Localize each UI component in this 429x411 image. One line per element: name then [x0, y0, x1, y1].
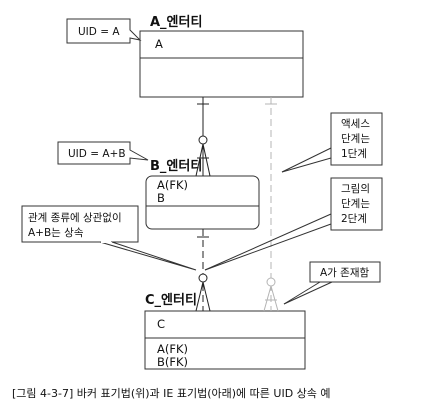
entity-b-pk-a: A(FK)	[157, 178, 188, 192]
note-relation-line1: 관계 종류에 상관없이	[28, 211, 122, 224]
entity-c-attr-b: B(FK)	[157, 355, 188, 369]
entity-c-box	[144, 310, 306, 370]
relation-a-b-optional-circle	[198, 135, 208, 145]
entity-c-pk-c: C	[157, 317, 165, 331]
note-barker-line2: 단계는	[341, 133, 370, 145]
relation-b-c-optional-circle	[198, 273, 208, 283]
entity-b-pk-b: B	[157, 191, 165, 205]
relation-a-b-crow-left	[195, 143, 204, 177]
relation-b-c	[195, 229, 211, 312]
relation-a-b	[195, 97, 211, 177]
note-uid-ab: UID = A+B	[57, 141, 149, 165]
relation-a-c-gray	[263, 97, 279, 312]
note-ie-access: 그림의 단계는 2단계	[204, 177, 383, 271]
entity-a-box	[139, 30, 304, 98]
note-ie-line1: 그림의	[341, 183, 370, 195]
entity-c-attr-a: A(FK)	[157, 342, 188, 356]
entity-b-title: B_엔터티	[150, 158, 202, 174]
entity-a-title: A_엔터티	[150, 14, 202, 30]
relation-b-c-crow-right	[202, 281, 211, 312]
note-uid-a: UID = A	[66, 18, 142, 44]
entity-a-pk-a: A	[155, 37, 163, 51]
note-relation-line2: A+B는 상속	[28, 227, 84, 239]
entity-c[interactable]: C_엔터티 C A(FK) B(FK)	[144, 292, 306, 370]
relation-b-c-crow-left	[195, 281, 204, 312]
note-uid-ab-text: UID = A+B	[68, 148, 126, 160]
entity-c-title: C_엔터티	[145, 292, 197, 308]
note-barker-access: 액세스 단계는 1단계	[281, 112, 383, 173]
note-barker-line3: 1단계	[341, 148, 367, 160]
relation-a-b-crow-right	[202, 143, 211, 177]
note-exists: A가 존재함	[283, 261, 381, 305]
note-relation: 관계 종류에 상관없이 A+B는 상속	[21, 205, 197, 271]
note-barker-line1: 액세스	[341, 118, 370, 130]
note-exists-text: A가 존재함	[320, 267, 370, 279]
note-uid-a-text: UID = A	[78, 26, 120, 38]
figure-caption: [그림 4-3-7] 바커 표기법(위)과 IE 표기법(아래)에 따른 UID…	[12, 387, 331, 400]
note-ie-line3: 2단계	[341, 213, 367, 225]
note-ie-line2: 단계는	[341, 198, 370, 210]
entity-a[interactable]: A_엔터티 A	[139, 14, 304, 98]
